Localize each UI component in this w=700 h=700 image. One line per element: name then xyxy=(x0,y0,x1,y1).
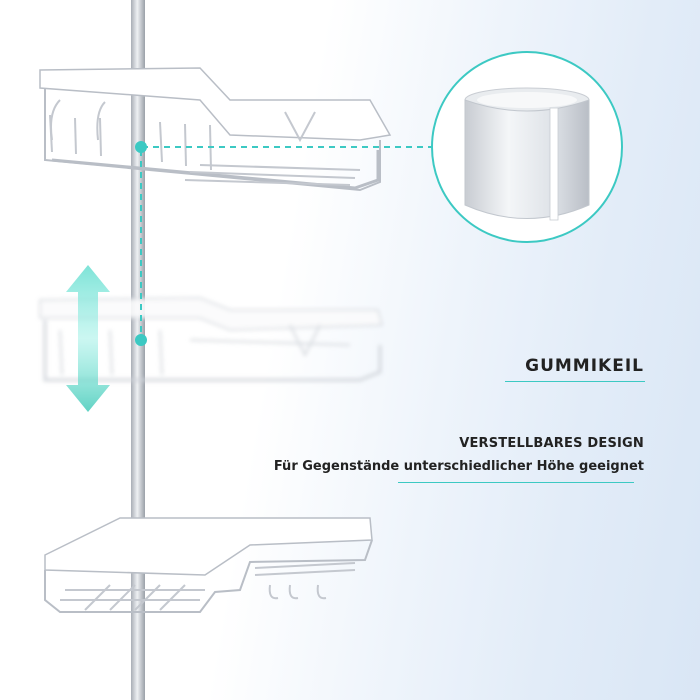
wedge-point-top xyxy=(135,141,147,153)
design-title: VERSTELLBARES DESIGN xyxy=(459,436,644,451)
up-down-arrow-icon xyxy=(66,265,110,412)
top-shelf xyxy=(39,67,392,192)
rubber-wedge-rule xyxy=(505,381,645,382)
bottom-shelf xyxy=(44,517,373,613)
wedge-point-middle xyxy=(135,334,147,346)
rubber-wedge-zoom xyxy=(431,51,623,243)
design-rule xyxy=(398,482,634,483)
rubber-wedge-label: GUMMIKEIL xyxy=(525,356,644,376)
design-description: Für Gegenstände unterschiedlicher Höhe g… xyxy=(273,459,644,474)
pole xyxy=(131,0,145,700)
